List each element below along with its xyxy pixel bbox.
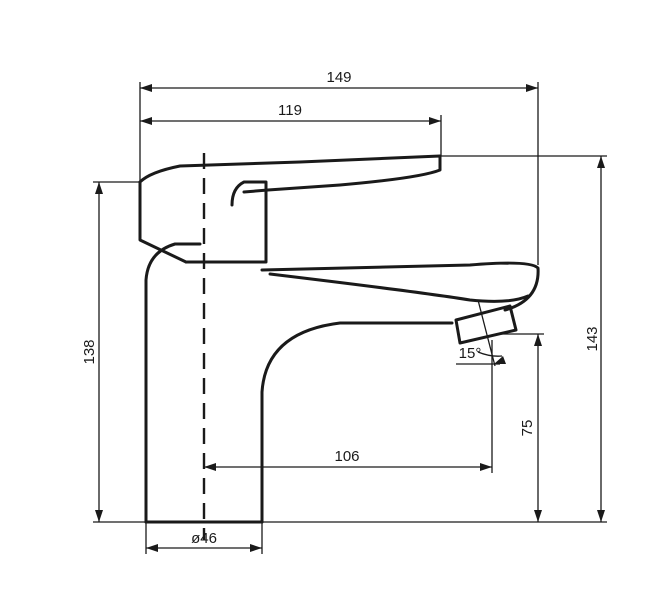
faucet-outline (138, 154, 540, 524)
dimension-angle: 15° (456, 299, 506, 367)
dimension-75: 75 (496, 333, 544, 522)
cartridge-block (184, 180, 268, 264)
dimension-angle-label: 15° (459, 345, 482, 362)
dimension-149-label: 149 (326, 69, 351, 86)
dimension-143: 143 (262, 155, 607, 523)
dimension-119-label: 119 (278, 102, 302, 119)
faucet-body (144, 242, 202, 524)
dimension-143-label: 143 (584, 326, 601, 351)
handle-lever (138, 154, 442, 194)
spout-top (260, 261, 540, 312)
dimension-149: 149 (139, 69, 539, 265)
spout-lip (268, 272, 530, 303)
dimension-119: 119 (140, 102, 442, 156)
dimension-106: 106 (204, 340, 493, 473)
dimension-diameter-label: ø46 (191, 530, 217, 547)
dimension-138: 138 (81, 181, 146, 523)
dimension-75-label: 75 (519, 420, 536, 437)
dimension-106-label: 106 (334, 448, 359, 465)
dimension-diameter: ø46 (145, 522, 263, 554)
aerator (454, 304, 518, 345)
handle-front (138, 180, 188, 264)
dimension-138-label: 138 (81, 339, 98, 364)
spout-underside (260, 321, 454, 524)
